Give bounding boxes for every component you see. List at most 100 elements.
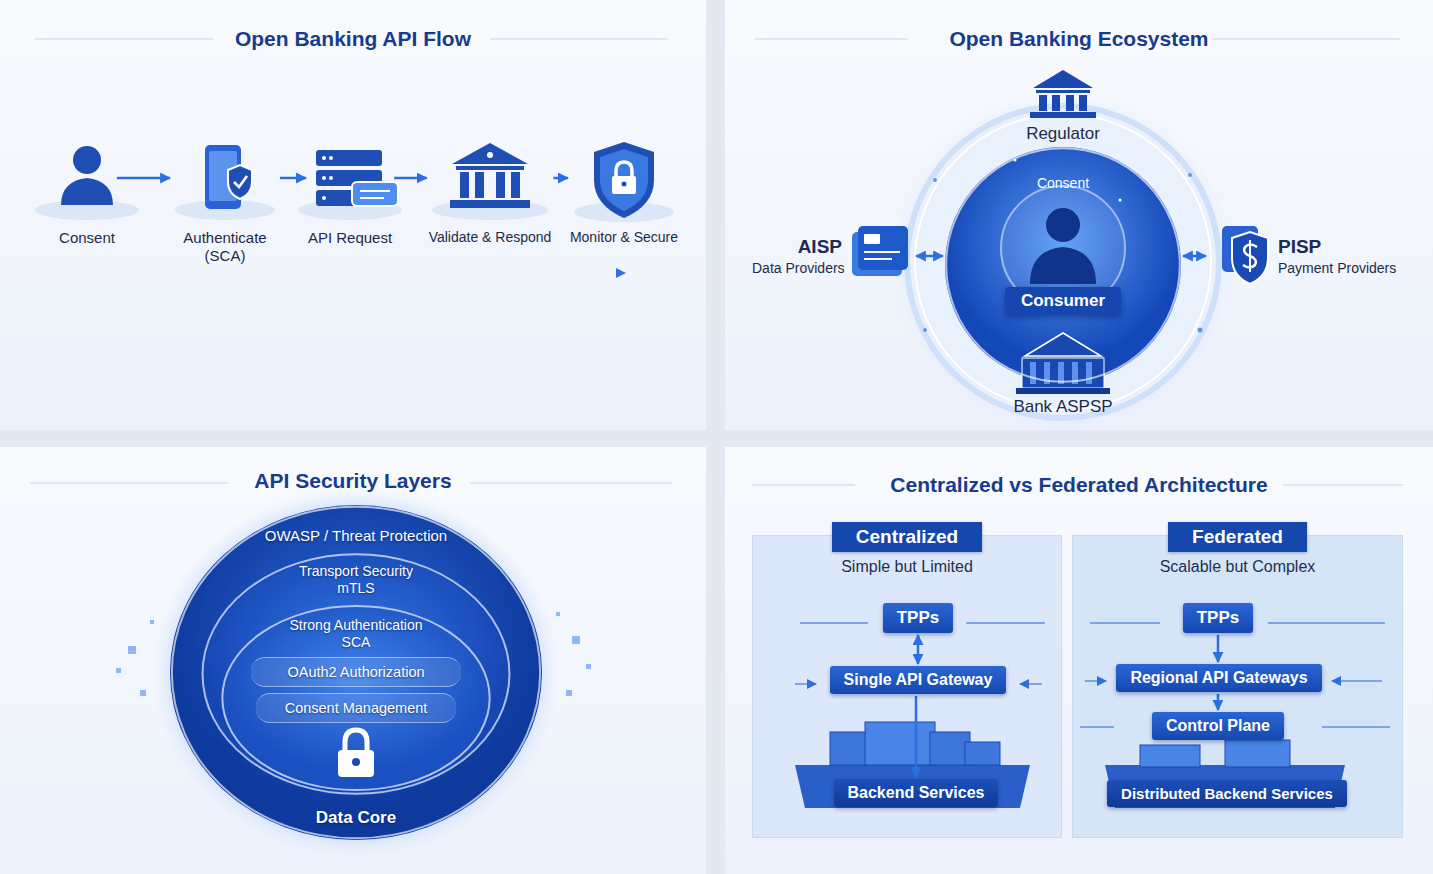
ecosystem-glow	[888, 87, 1238, 437]
server-icon	[322, 196, 326, 200]
lock-icon	[345, 730, 367, 752]
shield-icon	[594, 142, 654, 218]
side-line	[1080, 726, 1114, 728]
node-label: API Security Layers	[0, 469, 706, 493]
process-box: Distributed Backend Services	[1107, 780, 1347, 807]
security-band: OAuth2 Authorization	[251, 657, 461, 687]
panel-ground	[725, 447, 1433, 874]
process-box: Control Plane	[1152, 712, 1284, 740]
server-icon	[360, 190, 390, 192]
node-label: Regulator	[1026, 124, 1100, 144]
side-line	[1332, 680, 1382, 682]
pisp-icon	[1232, 232, 1268, 284]
security-layer: OWASP / Threat ProtectionData CoreTransp…	[170, 505, 542, 840]
heading-rule	[755, 39, 908, 40]
sparkle	[128, 646, 136, 654]
security-band: Consent Management	[256, 693, 456, 723]
phone-icon	[234, 176, 247, 187]
side-line	[1322, 726, 1390, 728]
layer-outline	[222, 606, 489, 790]
sparkle	[150, 620, 154, 624]
aisp-icon	[864, 234, 880, 244]
flow-arrow	[915, 696, 918, 777]
node-sublabel: Data Core	[316, 809, 396, 826]
lock-icon	[338, 750, 374, 777]
process-box: Backend Services	[834, 779, 999, 807]
consent-circle: ConsentConsumer	[945, 147, 1181, 383]
lock-icon	[338, 730, 374, 777]
node-label: Centralized	[832, 522, 982, 552]
bank-icon	[1016, 333, 1110, 394]
bank-icon	[1044, 362, 1050, 384]
person-icon	[61, 178, 113, 205]
node-label: Backend Services	[848, 784, 985, 802]
node-label: Consent Management	[285, 700, 428, 717]
server-illustration	[930, 732, 970, 765]
ecosystem-glow	[1188, 173, 1192, 177]
bank-icon	[511, 172, 520, 198]
heading-rule	[490, 39, 668, 40]
person-icon	[61, 146, 113, 205]
sparkle	[116, 668, 121, 673]
server-icon	[329, 156, 333, 160]
heading-rule	[30, 39, 1403, 485]
flow-arrow	[553, 177, 568, 180]
ecosystem-glow	[945, 147, 1181, 383]
aisp-icon	[852, 226, 908, 276]
shield-icon	[600, 149, 648, 211]
actor: Bank ASPSP	[1013, 333, 1112, 417]
regulator-icon	[1036, 90, 1090, 93]
ecosystem-glow	[1198, 328, 1203, 333]
bank-icon	[1030, 362, 1036, 384]
panel: Centralized vs Federated ArchitectureCen…	[725, 447, 1433, 874]
server-icon	[352, 182, 398, 206]
node-label: OAuth2 Authorization	[287, 664, 424, 681]
server-illustration	[795, 765, 1030, 808]
heading-rule	[1212, 39, 1400, 40]
timeline-arrow	[60, 273, 625, 274]
side-line	[1020, 683, 1042, 685]
flow-arrow	[117, 177, 170, 180]
regulator-icon	[1079, 95, 1087, 111]
security-disc	[151, 486, 561, 858]
side-line	[795, 623, 1390, 727]
panel: Open Banking API FlowConsentAuthenticate…	[0, 0, 706, 430]
sparkle	[572, 636, 580, 644]
node-label: Strong Authentication SCA	[276, 617, 436, 651]
ecosystem-glow	[923, 328, 927, 332]
actor: AISPData Providers	[752, 236, 914, 276]
heading-rule	[30, 483, 228, 484]
side-line	[1085, 680, 1106, 682]
aisp-icon	[864, 258, 892, 260]
aisp-icon	[864, 251, 900, 253]
architecture-panel: CentralizedSimple but LimitedTPPsSingle …	[752, 535, 1062, 838]
node-label: PISP	[1278, 236, 1398, 258]
consumer-box: Consumer	[1005, 287, 1121, 315]
flow-step: Authenticate (SCA)	[172, 143, 278, 265]
server-illustration	[830, 732, 870, 765]
node-label: Single API Gateway	[844, 671, 993, 689]
node-label: Open Banking Ecosystem	[725, 27, 1433, 51]
security-disc	[221, 605, 491, 791]
architecture-ground	[752, 535, 1062, 838]
shield-icon	[612, 176, 636, 194]
node-label: Federated	[1168, 522, 1307, 552]
phone-icon	[228, 165, 252, 199]
process-box: Regional API Gateways	[1116, 664, 1321, 692]
layer-outline	[203, 554, 510, 794]
consumer-icon	[1030, 247, 1096, 284]
node-label: TPPs	[897, 608, 940, 628]
architecture-ground	[752, 535, 1403, 838]
ecosystem-glow	[933, 178, 937, 182]
flow-arrow	[1183, 255, 1206, 258]
bank-icon	[1058, 362, 1064, 384]
node-label: Authenticate (SCA)	[172, 229, 278, 265]
security-layer: Strong Authentication SCA OAuth2 Authoriz…	[221, 605, 491, 791]
shield-icon	[616, 162, 632, 178]
heading-rule	[35, 39, 213, 40]
panel: Open Banking EcosystemRegulatorAISPData …	[725, 0, 1433, 430]
node-label: API Request	[308, 229, 392, 246]
bank-icon	[496, 172, 505, 198]
flow-arrow	[916, 255, 943, 258]
bank-icon	[475, 172, 484, 198]
